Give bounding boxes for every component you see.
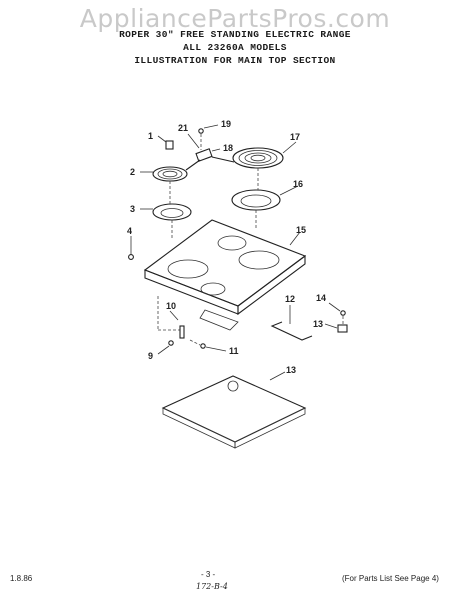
part-1-clip: 1 [148,131,174,150]
model-subtitle: ALL 23260A MODELS [183,42,287,53]
callout-18: 17 [290,132,300,142]
callout-17: 16 [293,179,303,189]
part-16-main-top: 15 [143,219,307,331]
part-14-clip: 13 [313,319,348,333]
page-number: - 3 - [201,570,216,579]
callout-3: 3 [130,204,135,214]
part-20-screw: 19 [198,119,231,150]
callout-21: 21 [178,123,188,133]
diagram-title: ROPER 30" FREE STANDING ELECTRIC RANGE [119,29,351,40]
callout-10: 10 [166,301,176,311]
callout-2: 2 [130,167,135,177]
part-3-drip-bowl: 3 [130,203,192,221]
part-19-terminal-block: 18 21 [178,123,233,162]
part-4-screw: 4 [127,226,134,260]
part-2-surface-element: 2 [130,159,201,182]
callout-15: 14 [316,293,326,303]
part-17-drip-bowl: 16 [231,179,303,211]
callout-11: 11 [229,346,239,356]
callout-19: 18 [223,143,233,153]
part-10-bracket: 10 [157,296,185,339]
callout-13-label: 13 [286,365,296,375]
callout-16: 15 [296,225,306,235]
part-11-screw: 11 [189,339,239,356]
callout-4: 4 [127,226,132,236]
part-9-screw: 9 [148,340,174,361]
part-12-support-rod: 12 [270,294,313,341]
callout-20: 19 [221,119,231,129]
parts-list-reference: (For Parts List See Page 4) [342,574,439,583]
part-13-bottom-panel: 16 13 [161,365,307,449]
callout-9: 9 [148,351,153,361]
callout-14: 13 [313,319,323,329]
part-15-screw: 14 [316,293,346,324]
callout-12: 12 [285,294,295,304]
section-subtitle: ILLUSTRATION FOR MAIN TOP SECTION [134,55,336,66]
handwritten-note: 172-B-4 [196,582,228,591]
callout-1: 1 [148,131,153,141]
revision-date: 1.8.86 [10,574,33,583]
watermark-text: AppliancePartsPros.com [79,4,391,33]
